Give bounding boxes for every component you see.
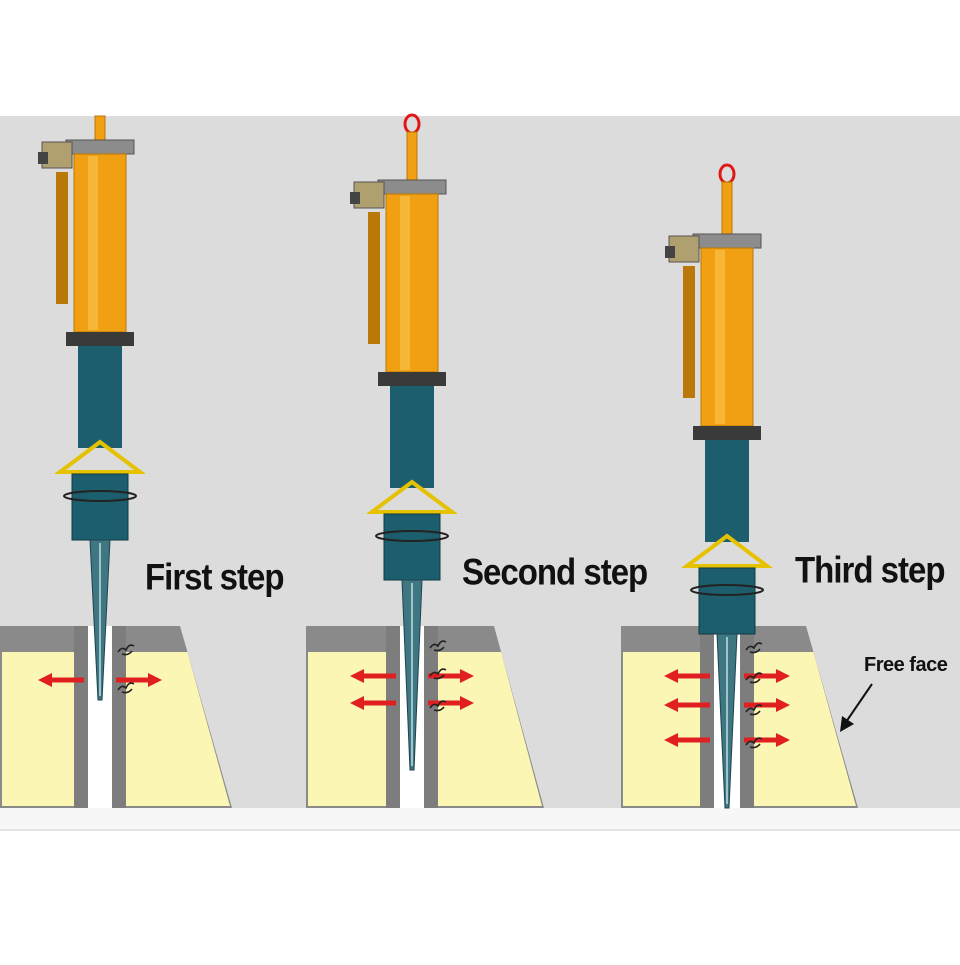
free-face-label: Free face [864,654,948,676]
arrow-icon [38,673,52,687]
cylinder-highlight [400,196,410,370]
arrow-icon [460,669,474,683]
hole-wall-left [700,626,714,808]
sleeve [705,440,749,542]
hole-wall-left [74,626,88,808]
arrow-icon [664,698,678,712]
step-label-second: Second step [462,551,648,593]
crack-icon [745,642,763,654]
crack-icon [745,672,763,684]
arrow-icon [350,669,364,683]
cylinder-top-cap [692,233,762,249]
arrow-icon [776,733,790,747]
free-face-arrow-shaft [845,683,873,723]
lower-housing [383,513,441,581]
lower-housing [698,567,756,635]
lower-housing [71,473,129,541]
hole-wall-left [386,626,400,808]
arrow-icon [776,669,790,683]
valve-port [38,152,48,164]
splitter-3 [665,163,773,809]
cylinder-flange [378,372,446,386]
crack-icon [745,737,763,749]
rock-left-face [2,652,74,806]
crack-icon [117,682,135,694]
hole-wall-right [424,626,438,808]
cylinder-flange [66,332,134,346]
step-label-third: Third step [795,549,946,591]
step-label-first: First step [145,556,285,598]
crack-icon [429,700,447,712]
rock-right-face [126,652,230,806]
arrow-icon [460,696,474,710]
hydraulic-cylinder-icon [385,193,439,373]
crack-icon [429,668,447,680]
clamp-ring [63,490,137,502]
crack-icon [117,644,135,656]
splitter-1 [38,115,146,701]
sleeve [390,386,434,488]
side-plate [368,212,380,344]
cylinder-top-cap [65,139,135,155]
side-plate [56,172,68,304]
rock-block-3 [621,626,858,808]
cylinder-top-cap [377,179,447,195]
rock-right-face [438,652,542,806]
side-plate [683,266,695,398]
hydraulic-cylinder-icon [700,247,754,427]
rock-block-2 [306,626,544,808]
valve-port [665,246,675,258]
clamp-ring [375,530,449,542]
cylinder-flange [693,426,761,440]
arrow-icon [776,698,790,712]
crack-icon [745,704,763,716]
crack-icon [429,640,447,652]
arrow-icon [840,716,854,732]
free-face-pointer [840,683,873,732]
rock-right-face [754,652,856,806]
hole-wall-right [112,626,126,808]
valve-port [350,192,360,204]
clamp-ring [690,584,764,596]
arrow-icon [664,669,678,683]
hydraulic-cylinder-icon [73,153,127,333]
cylinder-highlight [88,156,98,330]
sleeve [78,346,122,448]
arrow-icon [148,673,162,687]
bottom-strip [0,808,960,830]
cylinder-highlight [715,250,725,424]
hole-wall-right [740,626,754,808]
splitter-2 [350,113,458,771]
arrow-icon [664,733,678,747]
arrow-icon [350,696,364,710]
